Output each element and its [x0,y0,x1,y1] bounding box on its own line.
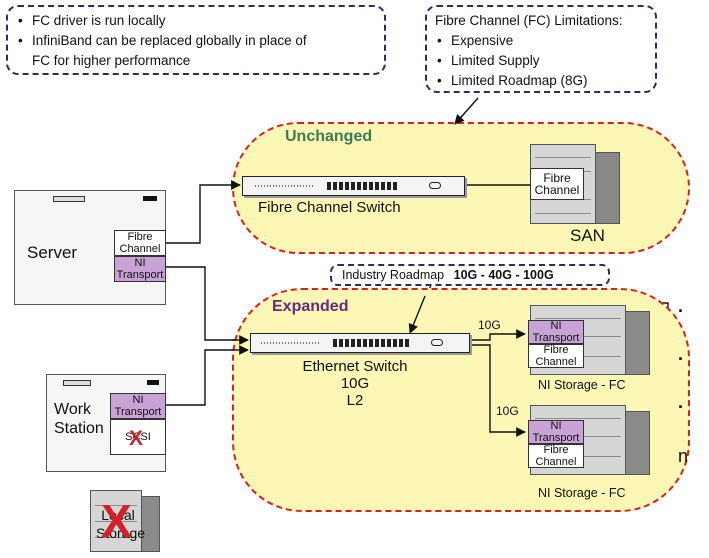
port-label: Fibre [543,171,571,185]
roadmap-tag: Industry Roadmap 10G - 40G - 100G [330,264,610,286]
note-title: Fibre Channel (FC) Limitations: [435,13,623,28]
storage2-label: NI Storage - FC [538,486,626,500]
switch-name: Ethernet Switch [302,358,408,375]
server-ni-port: NI Transport [114,256,166,282]
port-label: Fibre [543,444,569,456]
local-storage-label-line: Local [101,507,135,523]
link-server-eth-switch [166,266,249,345]
note-item: Expensive [435,31,647,51]
expanded-title: Expanded [272,298,349,315]
port-label: Channel [535,356,577,368]
port-label: SCSI [125,431,151,443]
workstation-label-line: Work [54,401,92,418]
switch-speed: 10G [340,375,370,392]
ethernet-switch[interactable] [250,333,470,353]
note-fc-driver: FC driver is run locally InfiniBand can … [6,5,386,75]
port-label: Channel [535,456,577,468]
switch-layer: L2 [346,392,364,409]
link-note-arrow [454,114,465,125]
port-label: NI [550,420,562,432]
port-label: Transport [532,432,580,444]
port-label: NI [550,320,562,332]
link1-speed: 10G [478,318,501,332]
link-eth-storage1 [470,329,526,341]
workstation-label-line: Station [54,420,104,437]
local-storage-cross: X [101,495,132,547]
scsi-cross: X [129,427,144,450]
link-server-fc-switch [166,180,241,244]
local-storage-label: Local Storage [96,506,146,542]
port-label: NI [132,394,144,406]
ellipsis-dot: . [678,296,684,316]
port-label: Channel [534,183,580,197]
link2-speed: 10G [496,404,519,418]
port-label: Transport [116,269,164,281]
port-label: NI [134,257,146,269]
port-label: Transport [114,406,162,418]
local-storage [90,490,160,552]
note-item: Limited Supply [435,51,647,71]
port-label: Channel [119,243,161,255]
link-workstation-eth-switch [166,345,249,406]
port-label: Transport [532,332,580,344]
link-roadmap-arrow [408,295,426,334]
n-label: n [678,446,689,466]
note-item: FC driver is run locally [16,11,376,31]
server-fc-port: Fibre Channel [114,230,166,256]
note-fc-limitations: Fibre Channel (FC) Limitations: Expensiv… [425,5,657,93]
unchanged-title: Unchanged [285,128,373,145]
note-item-continued: FC for higher performance [32,53,191,68]
roadmap-value: 10G - 40G - 100G [453,268,554,282]
server-label: Server [27,243,78,262]
ellipsis-dot: . [678,344,684,364]
eth-switch-label: Ethernet Switch 10G L2 [290,358,420,409]
storage1-ni-port: NI Transport [528,320,584,344]
workstation-scsi-port: SCSI [110,419,166,455]
workstation-ni-port: NI Transport [110,393,166,419]
fibre-channel-switch[interactable] [242,176,465,196]
port-label: Fibre [127,231,153,243]
storage1-label: NI Storage - FC [538,378,626,392]
switch-ports [333,339,409,347]
storage2-ni-port: NI Transport [528,420,584,444]
switch-ports [327,182,399,190]
note-item: InfiniBand can be replaced globally in p… [16,31,376,51]
roadmap-label: Industry Roadmap [342,268,445,282]
port-label: Fibre [543,344,569,356]
local-storage-label-line: Storage [96,525,146,541]
ellipsis-dot: . [678,392,684,412]
switch-led [431,339,443,346]
switch-led [429,182,441,189]
san-label: SAN [570,226,605,245]
storage2-fc-port: Fibre Channel [528,444,584,468]
note-item: Limited Roadmap (8G) [435,71,647,91]
link-eth-storage2 [470,344,526,437]
san-fc-port: Fibre Channel [530,168,584,200]
workstation-label: Work Station [54,400,104,438]
storage1-fc-port: Fibre Channel [528,344,584,368]
fc-switch-label: Fibre Channel Switch [258,199,401,216]
